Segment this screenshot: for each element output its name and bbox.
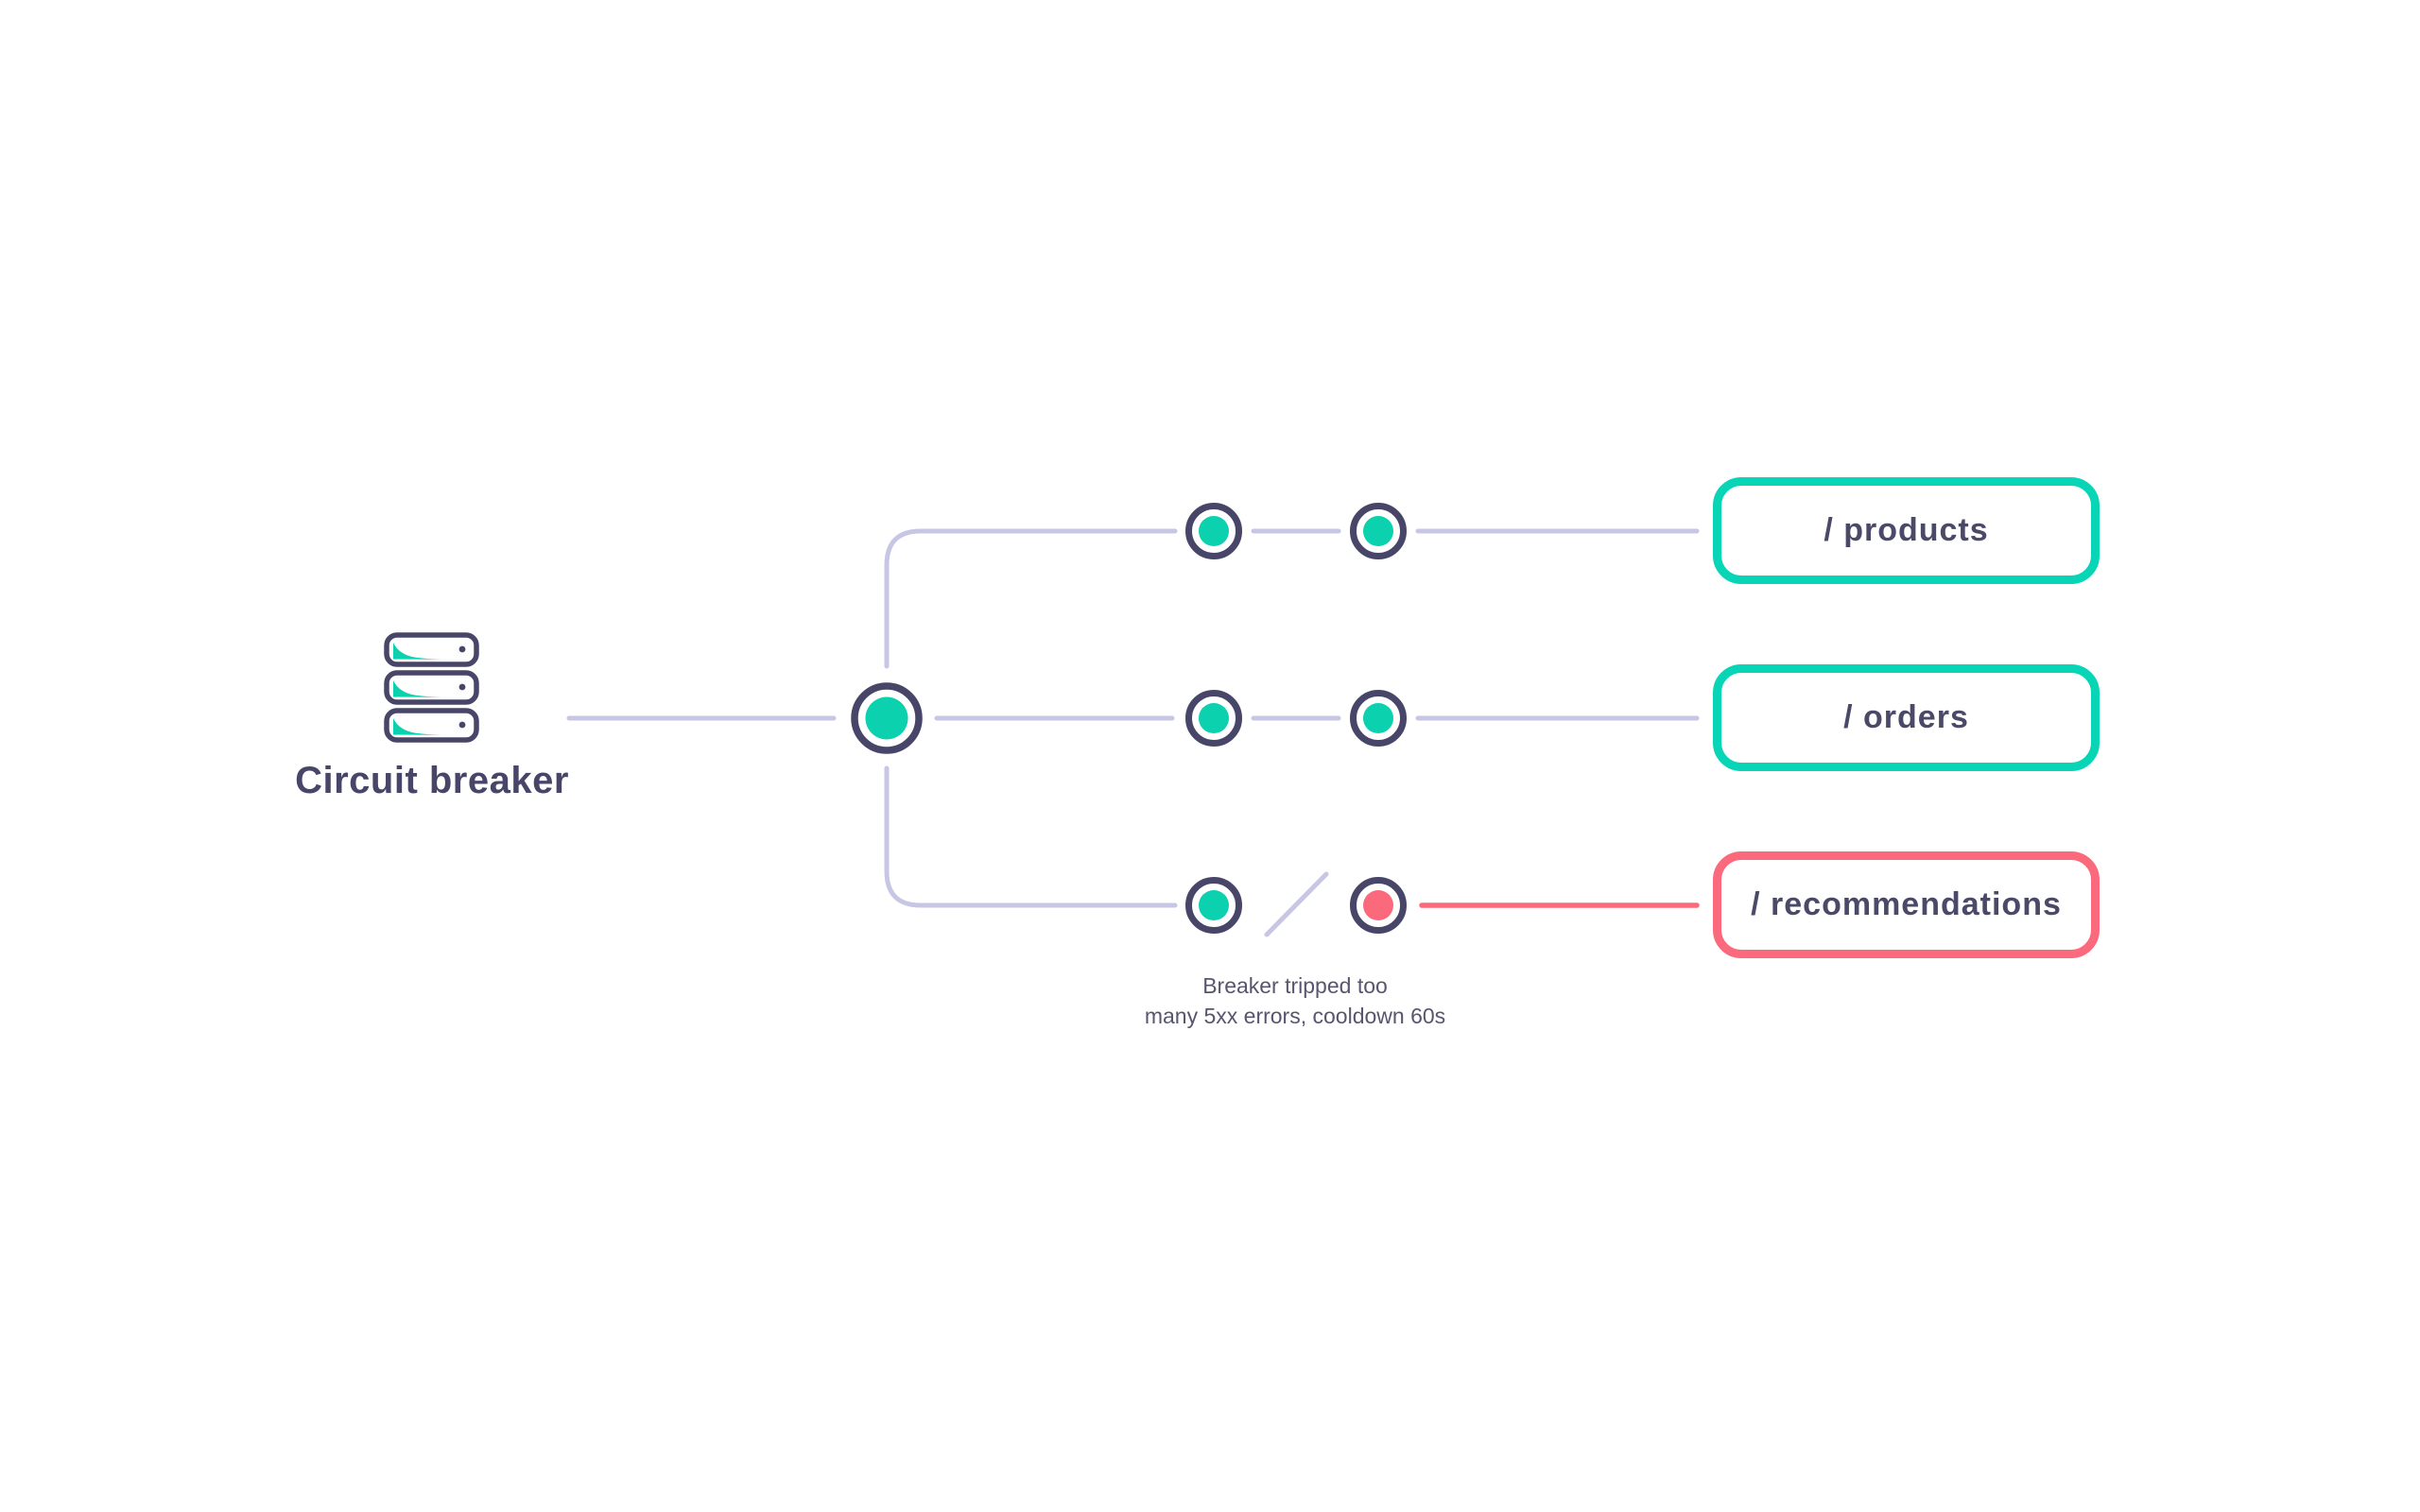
endpoint-box-recommendations: / recommendations bbox=[1713, 851, 2100, 958]
server-unit-icon bbox=[384, 708, 479, 743]
breaker-node-closed bbox=[1350, 690, 1407, 747]
caption-line-2: many 5xx errors, cooldown 60s bbox=[1144, 1004, 1446, 1028]
hub-to-top-branch bbox=[884, 528, 1178, 669]
breaker-node-closed bbox=[1185, 877, 1242, 934]
circuit-breaker-label: Circuit breaker bbox=[295, 760, 569, 801]
server-unit-icon bbox=[384, 632, 479, 667]
breaker-node-closed bbox=[1185, 690, 1242, 747]
endpoint-label: / recommendations bbox=[1751, 886, 2062, 922]
breaker-node-open bbox=[1350, 877, 1407, 934]
hub-to-bottom-branch bbox=[884, 765, 1178, 908]
breaker-node-closed bbox=[1350, 503, 1407, 559]
connector-lines bbox=[566, 528, 1700, 937]
breaker-hub-node bbox=[851, 682, 923, 754]
caption-line-1: Breaker tripped too bbox=[1202, 973, 1388, 998]
server-unit-icon bbox=[384, 670, 479, 705]
endpoint-label: / products bbox=[1824, 512, 1989, 548]
breaker-node-closed bbox=[1185, 503, 1242, 559]
endpoint-label: / orders bbox=[1843, 699, 1969, 735]
server-stack-icon bbox=[384, 632, 479, 743]
endpoint-box-orders: / orders bbox=[1713, 664, 2100, 771]
broken-link-slash-icon bbox=[1264, 871, 1329, 937]
endpoint-box-products: / products bbox=[1713, 477, 2100, 584]
breaker-tripped-caption: Breaker tripped too many 5xx errors, coo… bbox=[1011, 971, 1579, 1031]
